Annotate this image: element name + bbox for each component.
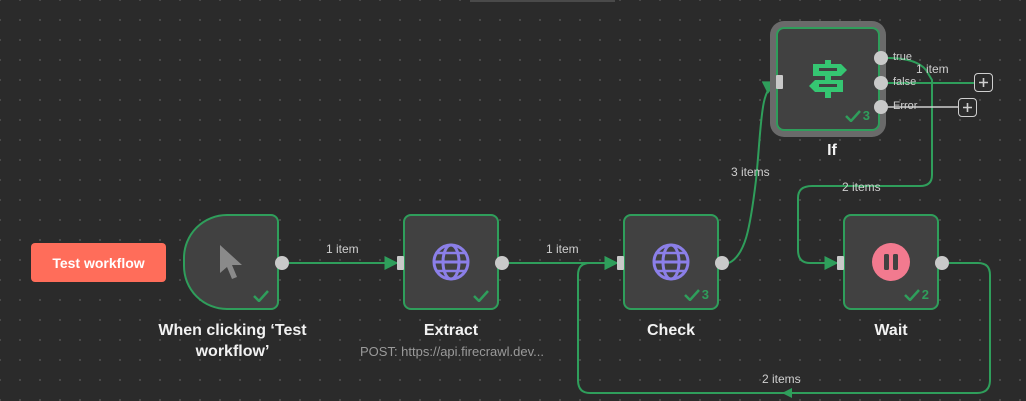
top-divider: [470, 0, 615, 2]
checkmark-icon: [844, 109, 861, 122]
checkmark-icon: [903, 288, 920, 301]
check-output-handle[interactable]: [715, 256, 729, 270]
wait-output-handle[interactable]: [935, 256, 949, 270]
edge-check-if[interactable]: [728, 81, 778, 264]
edge-label-extract-check: 1 item: [546, 242, 579, 256]
globe-icon: [651, 242, 691, 282]
add-error-branch-button[interactable]: [958, 98, 977, 117]
run-count-badge: 2: [903, 287, 929, 302]
node-trigger-label: When clicking ‘Test workflow’: [158, 322, 307, 360]
edge-if-true-wait[interactable]: [797, 57, 933, 270]
run-count-badge: 3: [683, 287, 709, 302]
if-input-handle[interactable]: [776, 75, 783, 89]
run-count-badge: 3: [844, 108, 870, 123]
add-false-branch-button[interactable]: [974, 73, 993, 92]
trigger-output-handle[interactable]: [275, 256, 289, 270]
signpost-icon: [807, 58, 849, 100]
edge-label-if-true: 1 item: [916, 62, 949, 76]
success-check: [473, 290, 489, 302]
check-input-handle[interactable]: [617, 256, 624, 270]
checkmark-icon: [473, 290, 489, 302]
checkmark-icon: [253, 290, 269, 302]
plus-icon: [963, 103, 972, 112]
if-true-label: true: [893, 51, 912, 63]
node-if-label: If: [827, 142, 837, 159]
node-if[interactable]: 3: [776, 27, 880, 131]
if-true-handle[interactable]: [874, 51, 888, 65]
pause-icon: [871, 242, 911, 282]
run-count: 2: [921, 287, 929, 302]
if-error-handle[interactable]: [874, 100, 888, 114]
run-count: 3: [701, 287, 709, 302]
if-error-label: Error: [893, 100, 918, 112]
node-trigger[interactable]: [183, 214, 279, 310]
extract-output-handle[interactable]: [495, 256, 509, 270]
if-false-label: false: [893, 76, 917, 88]
success-check: [253, 290, 269, 302]
node-extract[interactable]: [403, 214, 499, 310]
checkmark-icon: [683, 288, 700, 301]
node-check[interactable]: 3: [623, 214, 719, 310]
edge-label-if-wait: 2 items: [842, 180, 881, 194]
extract-input-handle[interactable]: [397, 256, 404, 270]
test-workflow-button[interactable]: Test workflow: [31, 243, 166, 282]
node-wait-label: Wait: [874, 322, 908, 339]
node-check-label: Check: [646, 322, 696, 339]
if-false-handle[interactable]: [874, 76, 888, 90]
wait-input-handle[interactable]: [837, 256, 844, 270]
node-wait[interactable]: 2: [843, 214, 939, 310]
edge-label-trigger-extract: 1 item: [326, 242, 359, 256]
mouse-pointer-icon: [217, 243, 245, 281]
edge-label-check-if: 3 items: [731, 165, 770, 179]
globe-icon: [431, 242, 471, 282]
node-extract-subtitle: POST: https://api.firecrawl.dev...: [360, 344, 544, 359]
run-count: 3: [862, 108, 870, 123]
node-extract-label: Extract: [423, 322, 479, 339]
edge-label-wait-check: 2 items: [762, 372, 801, 386]
plus-icon: [979, 78, 988, 87]
edge-loop-mid-arrow: [782, 388, 792, 398]
